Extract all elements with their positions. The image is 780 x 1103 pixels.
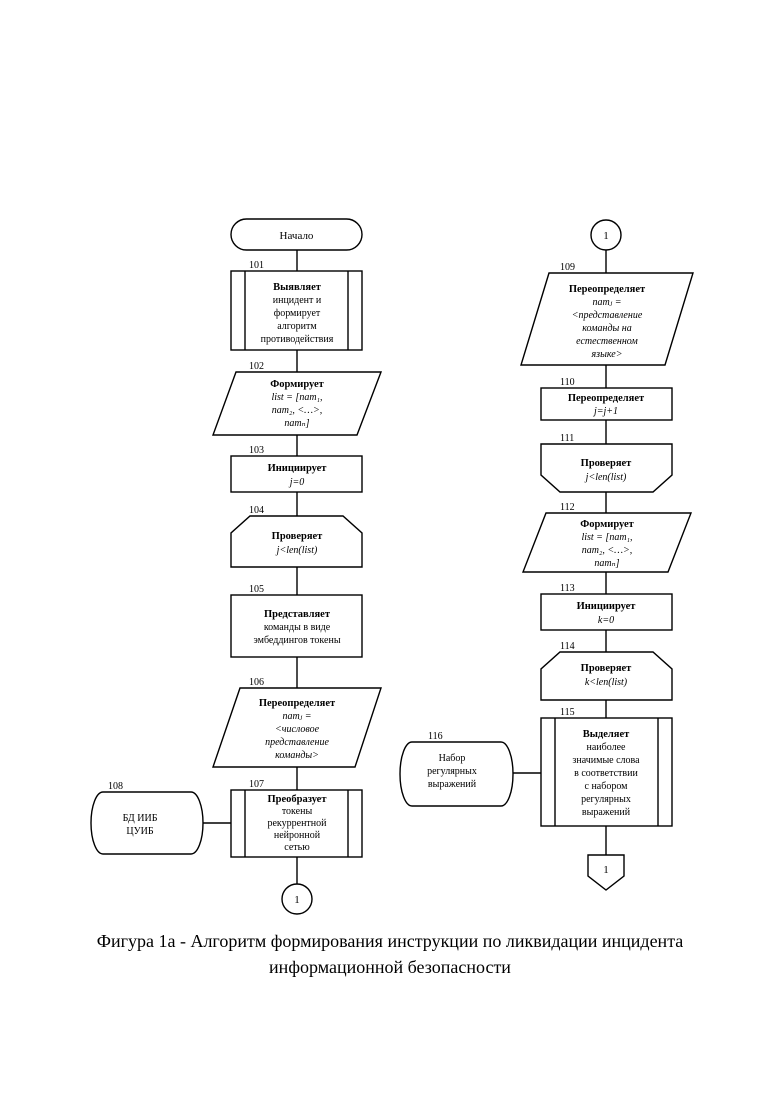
block-111-line: j<len(list) xyxy=(584,472,627,483)
block-115-number: 115 xyxy=(560,707,575,718)
block-116-number: 116 xyxy=(428,731,443,742)
block-112-line: namₙ] xyxy=(594,558,619,569)
block-116-line: выражений xyxy=(428,779,477,790)
block-101-line: инцидент и xyxy=(273,295,322,306)
block-110-number: 110 xyxy=(560,377,575,388)
block-114-line: Проверяет xyxy=(581,663,633,674)
block-101-number: 101 xyxy=(249,260,264,271)
block-104-line: Проверяет xyxy=(272,531,324,542)
block-102-number: 102 xyxy=(249,361,264,372)
block-102-line: nam₂, <…>, xyxy=(272,405,323,416)
block-110-line: j=j+1 xyxy=(592,406,618,417)
block-109: 109 Переопределяет namⱼ = <представление ко… xyxy=(521,262,693,365)
block-107-number: 107 xyxy=(249,779,264,790)
block-116-line: Набор xyxy=(439,753,466,764)
block-101: 101 Выявляет инцидент и формирует алгоритм п… xyxy=(231,260,362,350)
block-105: 105 Представляет команды в виде эмбеддинго… xyxy=(231,584,362,657)
block-106-line: namⱼ = xyxy=(282,711,311,722)
block-112-line: nam₂, <…>, xyxy=(582,545,633,556)
block-107-line: Преобразует xyxy=(267,794,327,805)
figure-caption: Фигура 1а - Алгоритм формирования инстру… xyxy=(0,928,780,980)
caption-line-2: информационной безопасности xyxy=(0,954,780,980)
block-101-line: формирует xyxy=(274,308,321,319)
block-115-line: значимые слова xyxy=(572,755,640,766)
block-108: 108 БД ИИБ ЦУИБ xyxy=(91,781,203,854)
block-114-line: k<len(list) xyxy=(585,677,628,688)
start-label: Начало xyxy=(280,230,314,242)
block-115-line: в соответствии xyxy=(574,768,638,779)
block-116: 116 Набор регулярных выражений xyxy=(400,731,513,806)
block-111-number: 111 xyxy=(560,433,574,444)
block-105-line: эмбеддингов токены xyxy=(253,635,340,646)
block-102-line: Формирует xyxy=(270,379,324,390)
block-112: 112 Формирует list = [nam₁, nam₂, <…>, namₙ… xyxy=(523,502,691,572)
block-113-line: k=0 xyxy=(598,615,614,626)
block-111-line: Проверяет xyxy=(581,458,633,469)
block-116-line: регулярных xyxy=(427,766,477,777)
flowchart-diagram: Начало 101 Выявляет инцидент и формирует ал… xyxy=(0,0,780,920)
block-114-number: 114 xyxy=(560,641,575,652)
connector-left: 1 xyxy=(282,884,312,914)
block-109-line: <представление xyxy=(572,310,643,321)
block-108-line: БД ИИБ xyxy=(123,813,158,824)
block-106-line: представление xyxy=(265,737,329,748)
block-113-line: Инициирует xyxy=(577,601,637,612)
block-106-line: <числовое xyxy=(275,724,320,735)
block-108-number: 108 xyxy=(108,781,123,792)
block-106-number: 106 xyxy=(249,677,264,688)
block-105-text: Представляет команды в виде эмбеддингов то… xyxy=(253,609,340,646)
block-107-line: рекуррентной xyxy=(267,818,327,829)
block-106: 106 Переопределяет namⱼ = <числовое предста… xyxy=(213,677,381,767)
connector-right: 1 xyxy=(591,220,621,250)
block-115: 115 Выделяет наиболее значимые слова в соот… xyxy=(541,707,672,826)
connector-right-label: 1 xyxy=(603,230,609,242)
block-109-number: 109 xyxy=(560,262,575,273)
block-112-line: list = [nam₁, xyxy=(581,532,632,543)
caption-line-1: Фигура 1а - Алгоритм формирования инстру… xyxy=(0,928,780,954)
block-112-number: 112 xyxy=(560,502,575,513)
offpage-connector: 1 xyxy=(588,855,624,890)
block-104-line: j<len(list) xyxy=(275,545,318,556)
block-101-line: алгоритм xyxy=(277,321,317,332)
block-106-line: команды> xyxy=(275,750,319,761)
block-115-line: регулярных xyxy=(581,794,631,805)
block-105-line: команды в виде xyxy=(264,622,331,633)
block-109-line: namⱼ = xyxy=(592,297,621,308)
block-115-line: Выделяет xyxy=(583,729,630,740)
start-terminal: Начало xyxy=(231,219,362,250)
block-102-line: list = [nam₁, xyxy=(271,392,322,403)
block-107-line: сетью xyxy=(284,842,310,853)
block-106-line: Переопределяет xyxy=(259,698,336,709)
offpage-connector-label: 1 xyxy=(603,864,609,876)
block-101-line: противодействия xyxy=(261,334,334,345)
block-102: 102 Формирует list = [nam₁, nam₂, <…>, namₙ… xyxy=(213,361,381,435)
block-105-line: Представляет xyxy=(264,609,331,620)
block-109-line: Переопределяет xyxy=(569,284,646,295)
block-103-number: 103 xyxy=(249,445,264,456)
block-112-line: Формирует xyxy=(580,519,634,530)
block-107-line: токены xyxy=(282,806,313,817)
block-103-line: Инициирует xyxy=(268,463,328,474)
block-113-number: 113 xyxy=(560,583,575,594)
block-110-line: Переопределяет xyxy=(568,393,645,404)
block-102-line: namₙ] xyxy=(284,418,309,429)
block-103-line: j=0 xyxy=(288,477,305,488)
block-115-line: наиболее xyxy=(587,742,627,753)
block-101-line: Выявляет xyxy=(273,282,322,293)
block-115-line: с набором xyxy=(585,781,629,792)
block-107-line: нейронной xyxy=(274,830,321,841)
block-109-line: команды на xyxy=(582,323,632,334)
block-108-line: ЦУИБ xyxy=(126,826,154,837)
block-107: 107 Преобразуеттокенырекуррентнойнейронн… xyxy=(231,779,362,857)
block-109-line: естественном xyxy=(576,336,638,347)
connector-left-label: 1 xyxy=(294,894,300,906)
block-105-number: 105 xyxy=(249,584,264,595)
block-115-line: выражений xyxy=(582,807,631,818)
block-104-number: 104 xyxy=(249,505,264,516)
block-109-line: языке> xyxy=(591,349,623,360)
